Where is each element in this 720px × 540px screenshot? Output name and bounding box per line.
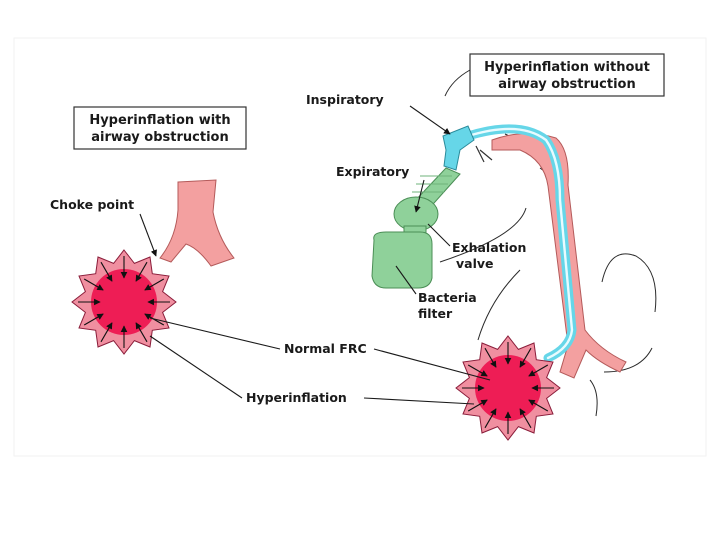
label-expiratory: Expiratory <box>336 164 409 179</box>
pressure-arrow <box>83 313 104 326</box>
right-title-box: Hyperinflation without airway obstructio… <box>469 53 665 97</box>
normal-frc-leader-right <box>373 348 491 381</box>
expiratory-assembly <box>371 167 461 289</box>
hyperinflation-leader-left <box>149 335 243 399</box>
y-connector <box>442 125 475 171</box>
pressure-arrow <box>135 261 148 282</box>
pressure-arrow <box>144 278 165 291</box>
right-box-line2: airway obstruction <box>498 77 635 92</box>
left-alveolus <box>71 249 177 355</box>
right-box-line1: Hyperinflation without <box>484 60 650 75</box>
expiratory-leader <box>414 179 425 213</box>
left-box-line2: airway obstruction <box>91 130 228 145</box>
pressure-arrow <box>135 322 148 343</box>
bacteria-filter-leader <box>395 265 417 295</box>
pressure-arrow <box>519 408 532 429</box>
exhalation-valve-leader <box>427 223 451 247</box>
pressure-arrow <box>467 399 488 412</box>
label-exhalation-valve-2: valve <box>456 256 494 271</box>
left-airway <box>159 179 235 267</box>
pressure-arrow <box>83 278 104 291</box>
body-outline <box>439 69 657 417</box>
pressure-arrow <box>519 347 532 368</box>
choke-point-leader <box>139 213 157 257</box>
label-bacteria-filter-1: Bacteria <box>418 290 477 305</box>
left-title-box: Hyperinflation with airway obstruction <box>73 106 247 150</box>
pressure-arrow <box>100 322 113 343</box>
label-normal-frc: Normal FRC <box>284 341 367 356</box>
right-alveolus <box>455 335 561 441</box>
label-inspiratory: Inspiratory <box>306 92 384 107</box>
pressure-arrow <box>484 347 497 368</box>
pressure-arrow <box>484 408 497 429</box>
hyperinflation-leader-right <box>363 397 475 405</box>
inspiratory-leader <box>409 105 451 135</box>
pressure-arrow <box>528 399 549 412</box>
right-airway <box>491 132 627 379</box>
label-hyperinflation: Hyperinflation <box>246 390 347 405</box>
label-exhalation-valve-1: Exhalation <box>452 240 526 255</box>
normal-frc-leader-left <box>149 317 281 350</box>
pressure-arrow <box>467 364 488 377</box>
pressure-arrow <box>100 261 113 282</box>
pressure-arrow <box>528 364 549 377</box>
left-box-line1: Hyperinflation with <box>89 113 230 128</box>
label-choke-point: Choke point <box>50 197 134 212</box>
label-bacteria-filter-2: filter <box>418 306 453 321</box>
